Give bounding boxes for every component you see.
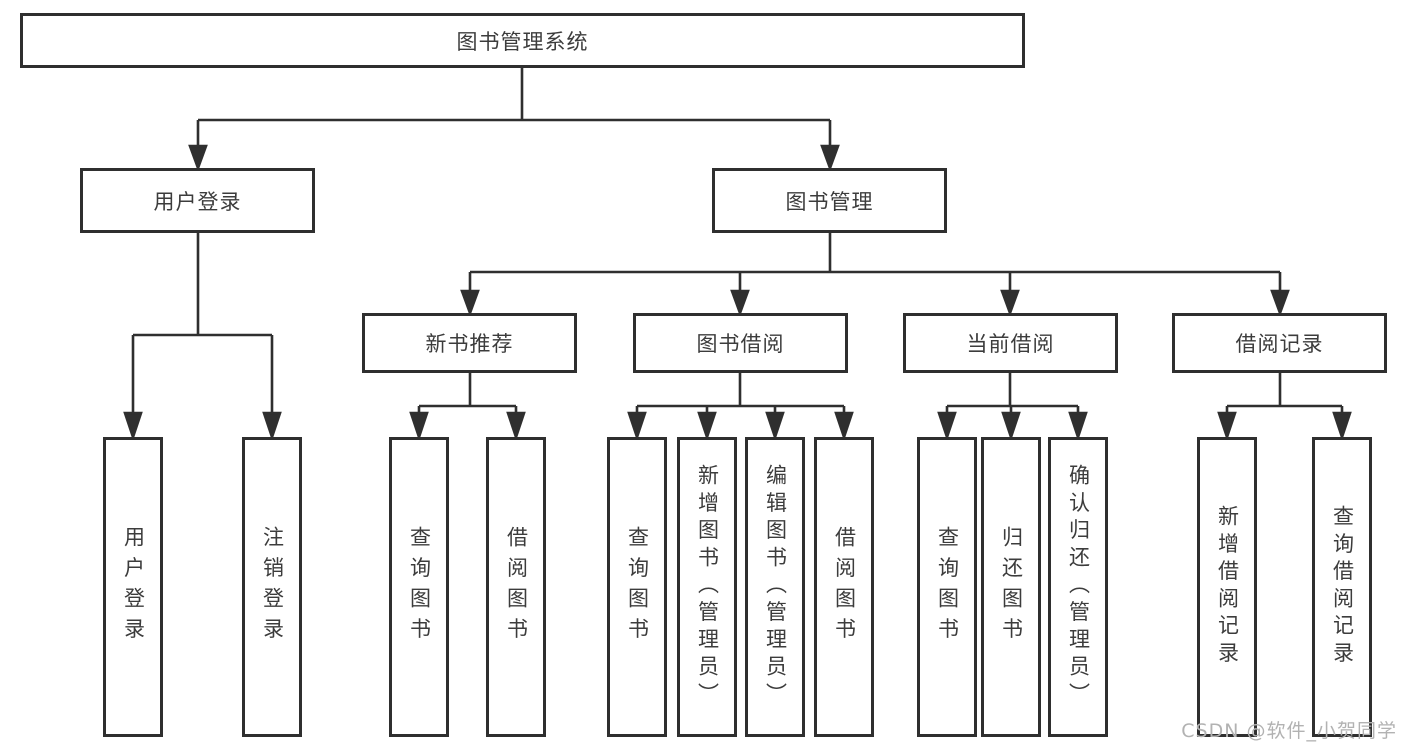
arrowhead-borrow-books-2 xyxy=(834,411,854,442)
connector-book-management-children xyxy=(460,233,1290,317)
leaf-query-books-recommend-label: 查询图书 xyxy=(407,526,432,648)
leaf-query-borrow-record-label: 查询借阅记录 xyxy=(1330,505,1355,669)
node-book-management: 图书管理 xyxy=(712,168,947,233)
arrowhead-borrow-books-1 xyxy=(506,411,526,442)
arrowhead-edit-books xyxy=(765,411,785,442)
arrowhead-add-books xyxy=(697,411,717,442)
arrowhead-add-borrow-record xyxy=(1217,411,1237,442)
arrowhead-leaf-user-login xyxy=(123,411,143,442)
leaf-add-books-admin: 新增图书（管理员） xyxy=(677,437,737,737)
arrowhead-query-books-2 xyxy=(627,411,647,442)
leaf-query-borrow-record: 查询借阅记录 xyxy=(1312,437,1372,737)
node-new-book-recommend: 新书推荐 xyxy=(362,313,577,373)
leaf-add-books-admin-label: 新增图书（管理员） xyxy=(695,464,720,710)
arrowhead-query-borrow-record xyxy=(1332,411,1352,442)
arrowhead-return-books xyxy=(1001,411,1021,442)
arrowhead-book-borrowing xyxy=(730,289,750,317)
node-book-management-label: 图书管理 xyxy=(785,189,874,214)
leaf-borrow-books-borrowing: 借阅图书 xyxy=(814,437,874,737)
node-current-borrowing: 当前借阅 xyxy=(903,313,1118,373)
leaf-query-books-current-label: 查询图书 xyxy=(935,526,960,648)
leaf-logout: 注销登录 xyxy=(242,437,302,737)
node-root-label: 图书管理系统 xyxy=(456,29,589,54)
node-root: 图书管理系统 xyxy=(20,13,1025,68)
node-borrowing-records: 借阅记录 xyxy=(1172,313,1387,373)
leaf-user-login-label: 用户登录 xyxy=(121,526,146,648)
leaf-user-login: 用户登录 xyxy=(103,437,163,737)
leaf-confirm-return-admin-label: 确认归还（管理员） xyxy=(1066,464,1091,710)
arrowhead-user-login xyxy=(188,144,208,172)
leaf-add-borrow-record-label: 新增借阅记录 xyxy=(1215,505,1240,669)
leaf-borrow-books-recommend-label: 借阅图书 xyxy=(504,526,529,648)
leaf-logout-label: 注销登录 xyxy=(260,526,285,648)
arrowhead-new-book-recommend xyxy=(460,289,480,317)
connector-new-book-recommend-children xyxy=(409,373,526,442)
node-user-login: 用户登录 xyxy=(80,168,315,233)
arrowhead-query-books-1 xyxy=(409,411,429,442)
leaf-edit-books-admin-label: 编辑图书（管理员） xyxy=(763,464,788,710)
leaf-query-books-recommend: 查询图书 xyxy=(389,437,449,737)
leaf-query-books-borrowing-label: 查询图书 xyxy=(625,526,650,648)
node-new-book-recommend-label: 新书推荐 xyxy=(425,332,514,356)
csdn-watermark: CSDN @软件_小贺同学 xyxy=(1181,720,1397,742)
arrowhead-confirm-return xyxy=(1068,411,1088,442)
connector-book-borrowing-children xyxy=(627,373,854,442)
node-current-borrowing-label: 当前借阅 xyxy=(966,332,1055,356)
arrowhead-current-borrowing xyxy=(1000,289,1020,317)
connector-user-login-children xyxy=(123,233,282,442)
leaf-add-borrow-record: 新增借阅记录 xyxy=(1197,437,1257,737)
arrowhead-query-books-3 xyxy=(937,411,957,442)
arrowhead-borrowing-records xyxy=(1270,289,1290,317)
connector-root-to-level2 xyxy=(188,68,840,172)
arrowhead-book-management xyxy=(820,144,840,172)
connector-borrowing-records-children xyxy=(1217,373,1352,442)
leaf-query-books-borrowing: 查询图书 xyxy=(607,437,667,737)
leaf-return-books-label: 归还图书 xyxy=(999,526,1024,648)
arrowhead-leaf-logout xyxy=(262,411,282,442)
node-borrowing-records-label: 借阅记录 xyxy=(1235,332,1324,356)
connector-current-borrowing-children xyxy=(937,373,1088,442)
leaf-borrow-books-borrowing-label: 借阅图书 xyxy=(832,526,857,648)
leaf-borrow-books-recommend: 借阅图书 xyxy=(486,437,546,737)
node-book-borrowing: 图书借阅 xyxy=(633,313,848,373)
leaf-confirm-return-admin: 确认归还（管理员） xyxy=(1048,437,1108,737)
node-book-borrowing-label: 图书借阅 xyxy=(696,332,785,356)
leaf-edit-books-admin: 编辑图书（管理员） xyxy=(745,437,805,737)
leaf-return-books: 归还图书 xyxy=(981,437,1041,737)
leaf-query-books-current: 查询图书 xyxy=(917,437,977,737)
node-user-login-label: 用户登录 xyxy=(153,189,242,214)
